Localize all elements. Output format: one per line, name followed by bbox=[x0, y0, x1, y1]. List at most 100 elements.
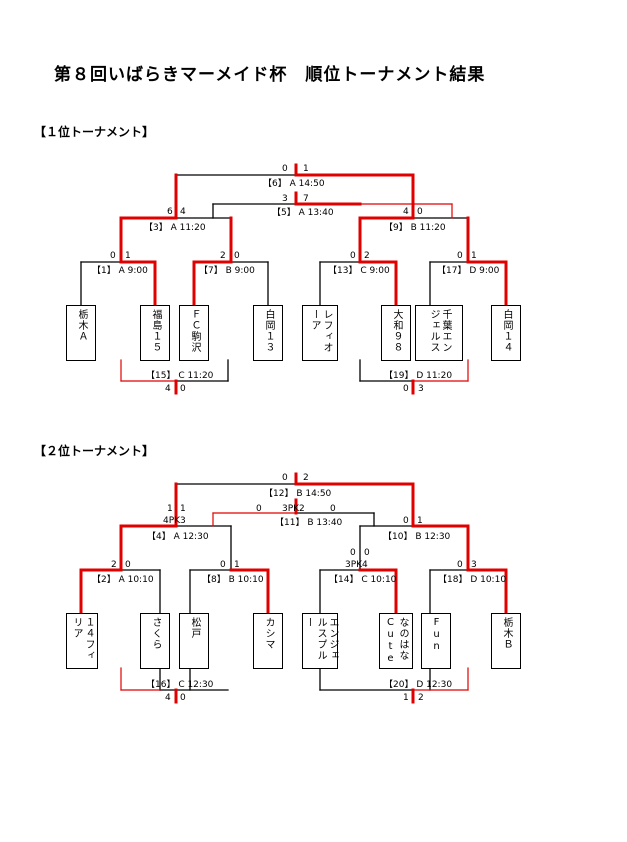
team-box: レフィオーア bbox=[302, 305, 338, 361]
score: 0 bbox=[457, 560, 463, 570]
match-label: 【16】 C 12:30 bbox=[146, 679, 214, 690]
team-box: カシマ bbox=[253, 613, 283, 669]
score: 2 bbox=[364, 251, 370, 261]
match-label: 【9】 B 11:20 bbox=[384, 222, 446, 233]
score: 0 bbox=[110, 251, 116, 261]
team-name: ＦＣ駒沢 bbox=[189, 309, 200, 353]
score: 7 bbox=[303, 194, 309, 204]
match-label: 【14】 C 10:10 bbox=[329, 574, 397, 585]
pk-score: 3PK2 bbox=[282, 504, 305, 514]
match-label: 【17】 D 9:00 bbox=[437, 265, 500, 276]
match-label: 【7】 B 9:00 bbox=[199, 265, 255, 276]
team-box: 千葉エンジェルス bbox=[415, 305, 463, 361]
team-name: 千葉エンジェルス bbox=[428, 309, 451, 353]
match-label: 【11】 B 13:40 bbox=[275, 517, 343, 528]
match-label: 【15】 C 11:20 bbox=[146, 370, 214, 381]
match-label: 【2】 A 10:10 bbox=[92, 574, 154, 585]
score: 1 bbox=[417, 516, 423, 526]
score: 0 bbox=[403, 384, 409, 394]
score: 1 bbox=[403, 693, 409, 703]
score: 0 bbox=[125, 560, 131, 570]
team-box: エンジェルスプルー bbox=[302, 613, 338, 669]
score: 1 bbox=[125, 251, 131, 261]
team-box: 白岡１３ bbox=[253, 305, 283, 361]
score: 0 bbox=[180, 384, 186, 394]
match-label: 【3】 A 11:20 bbox=[144, 222, 206, 233]
score: 0 bbox=[350, 548, 356, 558]
team-box: 松戸 bbox=[179, 613, 209, 669]
score: 1 bbox=[180, 504, 186, 514]
score: 0 bbox=[234, 251, 240, 261]
score: 6 bbox=[167, 207, 173, 217]
team-box: ＦＣ駒沢 bbox=[179, 305, 209, 361]
score: 1 bbox=[234, 560, 240, 570]
team-box: 大和９８ bbox=[381, 305, 411, 361]
match-label: 【5】 A 13:40 bbox=[272, 207, 334, 218]
team-box: 福島１５ bbox=[140, 305, 170, 361]
team-name: 白岡１４ bbox=[501, 309, 512, 353]
team-name: １４フィリア bbox=[71, 617, 94, 661]
team-name: Fun bbox=[431, 617, 442, 653]
score: 0 bbox=[457, 251, 463, 261]
score: 1 bbox=[303, 164, 309, 174]
score: 0 bbox=[282, 473, 288, 483]
section-heading-second: 【２位トーナメント】 bbox=[34, 444, 155, 458]
team-name: 松戸 bbox=[189, 617, 200, 639]
match-label: 【12】 B 14:50 bbox=[264, 488, 332, 499]
score: 3 bbox=[282, 194, 288, 204]
match-label: 【20】 D 12:30 bbox=[384, 679, 452, 690]
score: 0 bbox=[180, 693, 186, 703]
team-box: 栃木Ａ bbox=[66, 305, 96, 361]
team-name: なのはなCute bbox=[385, 617, 408, 665]
score: 4 bbox=[403, 207, 409, 217]
score: 0 bbox=[403, 516, 409, 526]
score: 3 bbox=[471, 560, 477, 570]
team-name: 栃木Ａ bbox=[76, 309, 87, 342]
match-label: 【10】 B 12:30 bbox=[383, 531, 451, 542]
page-title: 第８回いばらきマーメイド杯 順位トーナメント結果 bbox=[54, 65, 486, 85]
team-name: エンジェルスプルー bbox=[303, 617, 338, 661]
score: 3 bbox=[418, 384, 424, 394]
score: 0 bbox=[220, 560, 226, 570]
score: 0 bbox=[417, 207, 423, 217]
team-name: レフィオーア bbox=[309, 309, 332, 353]
section-heading-first: 【１位トーナメント】 bbox=[34, 125, 155, 139]
score: 2 bbox=[303, 473, 309, 483]
match-label: 【13】 C 9:00 bbox=[328, 265, 390, 276]
score: 0 bbox=[330, 504, 336, 514]
pk-score: 4PK3 bbox=[163, 516, 186, 526]
score: 4 bbox=[165, 693, 171, 703]
team-box: さくら bbox=[140, 613, 170, 669]
score: 1 bbox=[471, 251, 477, 261]
match-label: 【8】 B 10:10 bbox=[202, 574, 264, 585]
team-name: さくら bbox=[150, 617, 161, 650]
match-label: 【6】 A 14:50 bbox=[263, 178, 325, 189]
score: 0 bbox=[364, 548, 370, 558]
match-label: 【18】 D 10:10 bbox=[438, 574, 506, 585]
team-box: 白岡１４ bbox=[491, 305, 521, 361]
team-name: 白岡１３ bbox=[263, 309, 274, 353]
score: 4 bbox=[180, 207, 186, 217]
score: 2 bbox=[111, 560, 117, 570]
team-box: １４フィリア bbox=[66, 613, 98, 669]
team-box: なのはなCute bbox=[379, 613, 413, 669]
team-name: 大和９８ bbox=[391, 309, 402, 353]
score: 0 bbox=[282, 164, 288, 174]
score: 4 bbox=[165, 384, 171, 394]
team-box: Fun bbox=[421, 613, 451, 669]
pk-score: 3PK4 bbox=[345, 560, 368, 570]
team-name: 福島１５ bbox=[150, 309, 161, 353]
score: 2 bbox=[418, 693, 424, 703]
score: 1 bbox=[167, 504, 173, 514]
team-box: 栃木Ｂ bbox=[491, 613, 521, 669]
score: 2 bbox=[220, 251, 226, 261]
score: 0 bbox=[350, 251, 356, 261]
match-label: 【1】 A 9:00 bbox=[92, 265, 148, 276]
score: 0 bbox=[256, 504, 262, 514]
match-label: 【19】 D 11:20 bbox=[384, 370, 452, 381]
team-name: 栃木Ｂ bbox=[501, 617, 512, 650]
team-name: カシマ bbox=[263, 617, 274, 650]
match-label: 【4】 A 12:30 bbox=[147, 531, 209, 542]
